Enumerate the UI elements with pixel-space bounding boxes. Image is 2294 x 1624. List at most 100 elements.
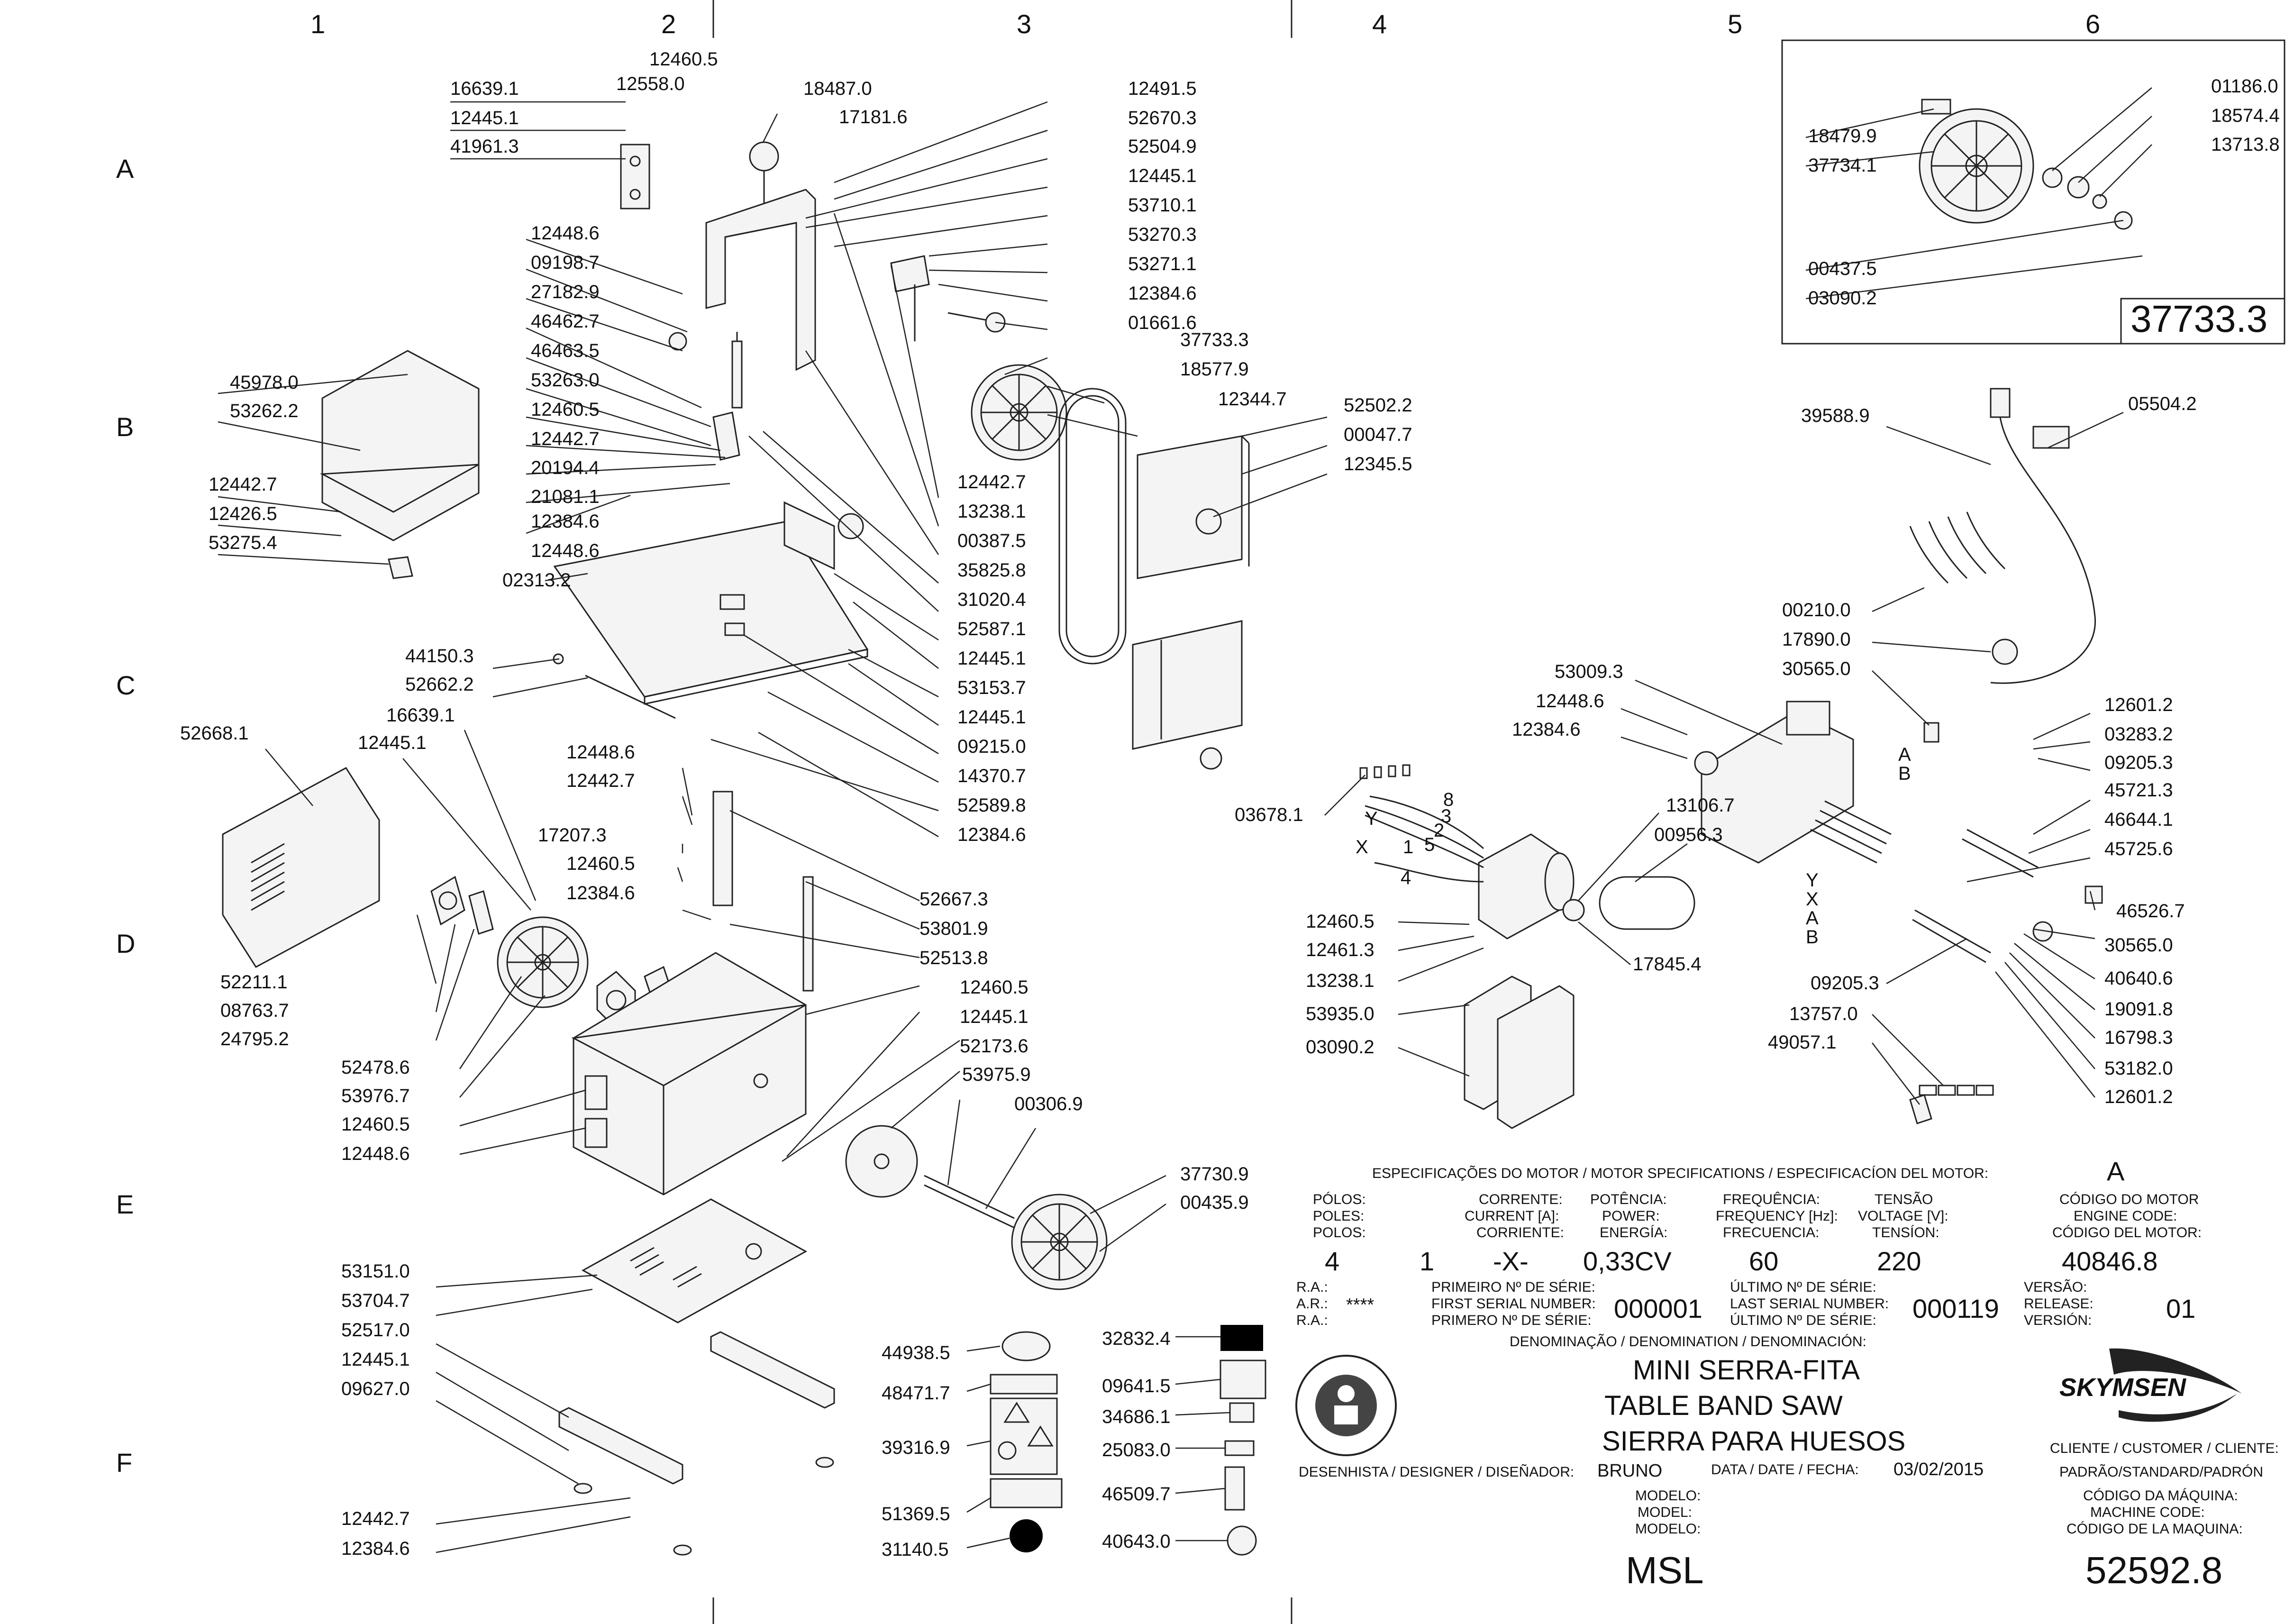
- last-serial-value: 000119: [1912, 1294, 1999, 1323]
- part-number: 46463.5: [531, 340, 600, 361]
- date-label: DATA / DATE / FECHA:: [1711, 1462, 1859, 1478]
- first-serial-label: FIRST SERIAL NUMBER:: [1431, 1296, 1596, 1312]
- part-number: 52587.1: [957, 619, 1026, 639]
- machine-code-label: MACHINE CODE:: [2090, 1505, 2205, 1520]
- part-number: 53270.3: [1128, 224, 1197, 245]
- part-number: 03678.1: [1235, 804, 1303, 825]
- part-number: 12448.6: [531, 540, 600, 561]
- skymsen-logo-icon: SKYMSEN: [2059, 1348, 2242, 1422]
- board-label: A: [1898, 744, 1911, 765]
- part-number: 12426.5: [209, 503, 277, 524]
- part-number: 53153.7: [957, 677, 1026, 698]
- part-number: 41961.3: [450, 136, 519, 157]
- part-number: 45721.3: [2104, 780, 2173, 801]
- part-number: 37733.3: [1180, 329, 1249, 350]
- part-number: 52667.3: [919, 889, 988, 910]
- voltage-label: VOLTAGE [V]:: [1858, 1208, 1948, 1224]
- part-number: 00210.0: [1782, 600, 1851, 620]
- part-number: 09641.5: [1102, 1376, 1171, 1396]
- part-number: 03090.2: [1808, 288, 1877, 309]
- release-label: VERSIÓN:: [2024, 1313, 2092, 1328]
- part-number: 13106.7: [1666, 795, 1735, 816]
- part-number: 53263.0: [531, 370, 600, 391]
- poles-label: POLOS:: [1313, 1225, 1366, 1241]
- frequency-label: FREQUENCY [Hz]:: [1716, 1208, 1838, 1224]
- frequency-label: FREQUÊNCIA:: [1723, 1192, 1820, 1207]
- ra-label: R.A.:: [1296, 1279, 1328, 1295]
- customer-label: CLIENTE / CUSTOMER / CLIENTE:: [2050, 1441, 2279, 1456]
- part-number: 12442.7: [566, 770, 635, 791]
- current-value: 1: [1420, 1246, 1434, 1276]
- last-serial-label: ÚLTIMO Nº DE SÉRIE:: [1730, 1279, 1876, 1295]
- first-serial-label: PRIMERO Nº DE SÉRIE:: [1431, 1313, 1592, 1328]
- machine-code-label: CÓDIGO DA MÁQUINA:: [2083, 1488, 2238, 1504]
- part-number: 12460.5: [1306, 911, 1375, 932]
- part-number: 45978.0: [230, 372, 299, 393]
- part-number: 12460.5: [531, 399, 600, 420]
- part-number: 00047.7: [1344, 424, 1412, 445]
- part-number: 18487.0: [803, 78, 872, 99]
- current-value-2: -X-: [1493, 1246, 1529, 1276]
- cable-end-label: B: [1806, 927, 1819, 948]
- part-number: 00387.5: [957, 530, 1026, 551]
- grid-row-label: E: [116, 1189, 134, 1219]
- part-number: 13238.1: [1306, 970, 1375, 991]
- part-number: 51369.5: [882, 1504, 950, 1524]
- part-number: 01661.6: [1128, 312, 1197, 333]
- part-number: 01186.0: [2211, 76, 2278, 97]
- part-number: 37734.1: [1808, 155, 1877, 176]
- terminal-label: 5: [1424, 834, 1435, 855]
- part-number: 53275.4: [209, 532, 277, 553]
- part-number: 53151.0: [341, 1261, 410, 1282]
- part-number: 12445.1: [1128, 165, 1197, 186]
- grid-col-label: 2: [661, 9, 676, 39]
- lead-label: X: [1356, 837, 1368, 858]
- grid-col-label: 6: [2085, 9, 2100, 39]
- ra-value: ****: [1346, 1295, 1374, 1315]
- part-number: 18574.4: [2211, 105, 2280, 126]
- part-number: 53975.9: [962, 1064, 1031, 1085]
- designer-value: BRUNO: [1597, 1461, 1662, 1481]
- denomination-line: MINI SERRA-FITA: [1633, 1355, 1860, 1386]
- part-number: 12448.6: [531, 223, 600, 244]
- part-number: 53182.0: [2104, 1058, 2173, 1079]
- current-label: CURRENT [A]:: [1465, 1208, 1559, 1224]
- part-number: 12384.6: [1128, 283, 1197, 304]
- grid-col-label: 4: [1372, 9, 1387, 39]
- part-number: 37730.9: [1180, 1164, 1249, 1185]
- part-number: 12384.6: [1512, 719, 1581, 740]
- part-number: 12460.5: [649, 49, 718, 70]
- part-number: 31020.4: [957, 589, 1026, 610]
- part-number: 52662.2: [405, 674, 474, 695]
- ra-label: R.A.:: [1296, 1313, 1328, 1328]
- model-label: MODEL:: [1638, 1505, 1692, 1520]
- designer-label: DESENHISTA / DESIGNER / DISEÑADOR:: [1299, 1464, 1574, 1480]
- part-number: 12491.5: [1128, 78, 1197, 99]
- cable-end-label: X: [1806, 889, 1819, 910]
- cable-end-label: Y: [1806, 870, 1819, 891]
- engine-code-label: CÓDIGO DEL MOTOR:: [2052, 1225, 2202, 1241]
- part-number: 46526.7: [2116, 901, 2185, 921]
- poles-label: PÓLOS:: [1313, 1192, 1366, 1207]
- assembly-number: 37733.3: [2130, 298, 2267, 340]
- part-number: 12442.7: [531, 429, 600, 449]
- part-number: 08763.7: [220, 1000, 289, 1021]
- part-number: 12460.5: [566, 853, 635, 874]
- part-number: 12445.1: [960, 1006, 1029, 1027]
- grid-row-label: F: [116, 1448, 132, 1478]
- current-label: CORRENTE:: [1479, 1192, 1563, 1207]
- part-number: 09215.0: [957, 736, 1026, 757]
- part-number: 12384.6: [531, 511, 600, 532]
- part-number: 12461.3: [1306, 940, 1375, 960]
- terminal-label: 1: [1403, 837, 1413, 858]
- part-number: 02313.2: [502, 570, 571, 591]
- part-number: 17890.0: [1782, 629, 1851, 650]
- part-number: 53704.7: [341, 1290, 410, 1311]
- last-serial-label: ÚLTIMO Nº DE SÉRIE:: [1730, 1313, 1876, 1328]
- part-number: 17207.3: [538, 825, 607, 846]
- model-value: MSL: [1626, 1549, 1704, 1591]
- part-number: 09205.3: [1811, 973, 1879, 994]
- part-number: 16798.3: [2104, 1027, 2173, 1048]
- part-number: 03283.2: [2104, 724, 2173, 745]
